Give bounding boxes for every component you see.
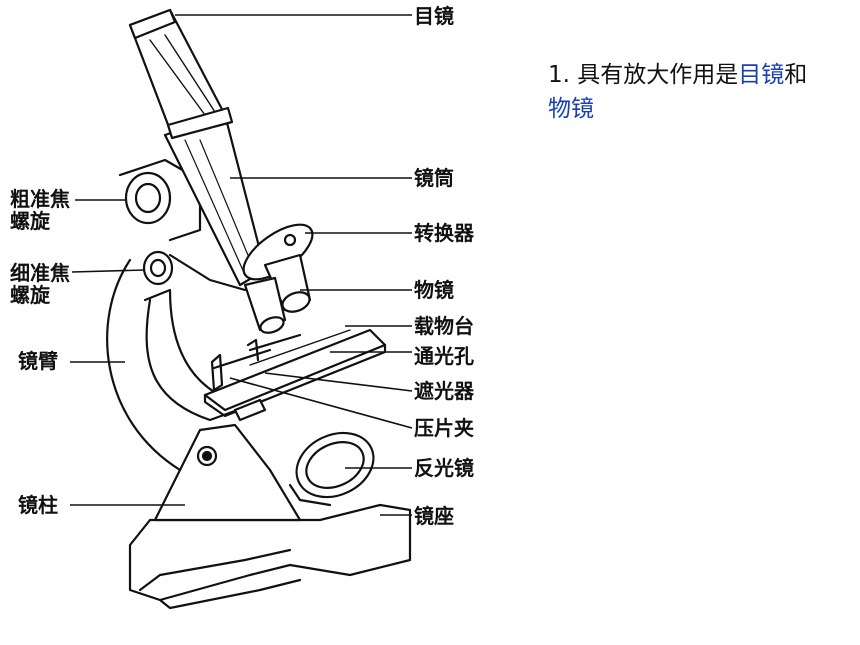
note-highlight-eyepiece: 目镜 (738, 62, 785, 88)
label-base: 镜座 (414, 504, 454, 528)
stage-shape (203, 328, 387, 412)
note-joiner: 和 (784, 62, 808, 88)
note-number: 1. (548, 62, 570, 88)
label-tube: 镜筒 (414, 166, 454, 190)
label-fine-focus: 细准焦螺旋 (10, 261, 70, 307)
label-mirror: 反光镜 (414, 456, 474, 480)
label-arm: 镜臂 (18, 349, 58, 373)
label-diaphragm: 遮光器 (414, 379, 474, 403)
diaphragm-shape (233, 398, 267, 422)
note-prefix: 具有放大作用是 (577, 62, 739, 88)
label-aperture: 通光孔 (414, 344, 474, 368)
pillar-shape (153, 423, 302, 522)
label-eyepiece: 目镜 (414, 4, 454, 28)
label-nosepiece: 转换器 (414, 221, 474, 245)
label-objective: 物镜 (414, 278, 454, 302)
note-highlight-objective: 物镜 (548, 96, 594, 122)
label-coarse-focus: 粗准焦螺旋 (10, 187, 70, 233)
arm-shape (106, 258, 182, 472)
label-clip: 压片夹 (414, 416, 474, 440)
label-stage: 载物台 (414, 314, 474, 338)
clip-shape (210, 353, 224, 392)
label-pillar: 镜柱 (18, 493, 58, 517)
note-text: 1. 具有放大作用是目镜和物镜 (548, 58, 818, 126)
